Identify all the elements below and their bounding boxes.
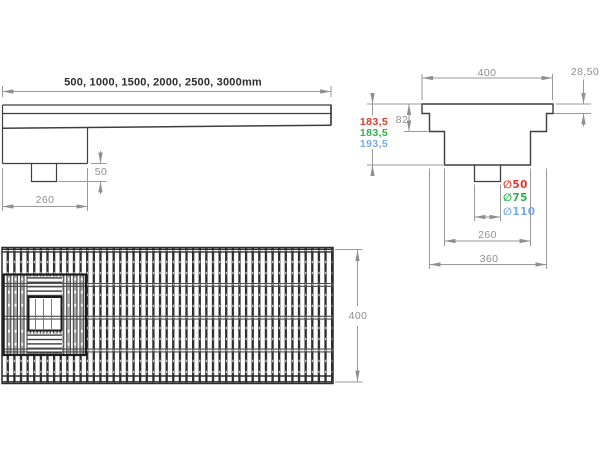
side-view-outlet-height-dim: 50 (94, 165, 108, 178)
side-view-length-options-label: 500, 1000, 1500, 2000, 2500, 3000mm (64, 76, 262, 89)
outlet-diameter-75-label: ∅75 (503, 191, 528, 204)
cross-section-bottom-width-dim: 260 (478, 228, 497, 241)
outlet-diameter-110-label: ∅110 (503, 205, 536, 218)
side-view-sump-width-dim: 260 (35, 193, 55, 206)
plan-view-width-dim: 400 (348, 309, 368, 322)
side-view-linework (1, 86, 332, 211)
cross-section-top-width-dim: 400 (477, 66, 497, 79)
plan-view-linework (1, 246, 363, 385)
depth-option-75-dim: 183,5 (359, 126, 389, 139)
cross-section-rim-depth-dim: 82 (395, 113, 409, 126)
cross-section-linework (367, 74, 591, 269)
depth-option-50-dim: 183,5 (359, 115, 389, 128)
cross-section-body-width-dim: 360 (479, 252, 499, 265)
cross-section-rim-height-dim: 28,50 (570, 65, 600, 78)
depth-option-110-dim: 193,5 (359, 137, 389, 150)
outlet-diameter-50-label: ∅50 (503, 178, 528, 191)
